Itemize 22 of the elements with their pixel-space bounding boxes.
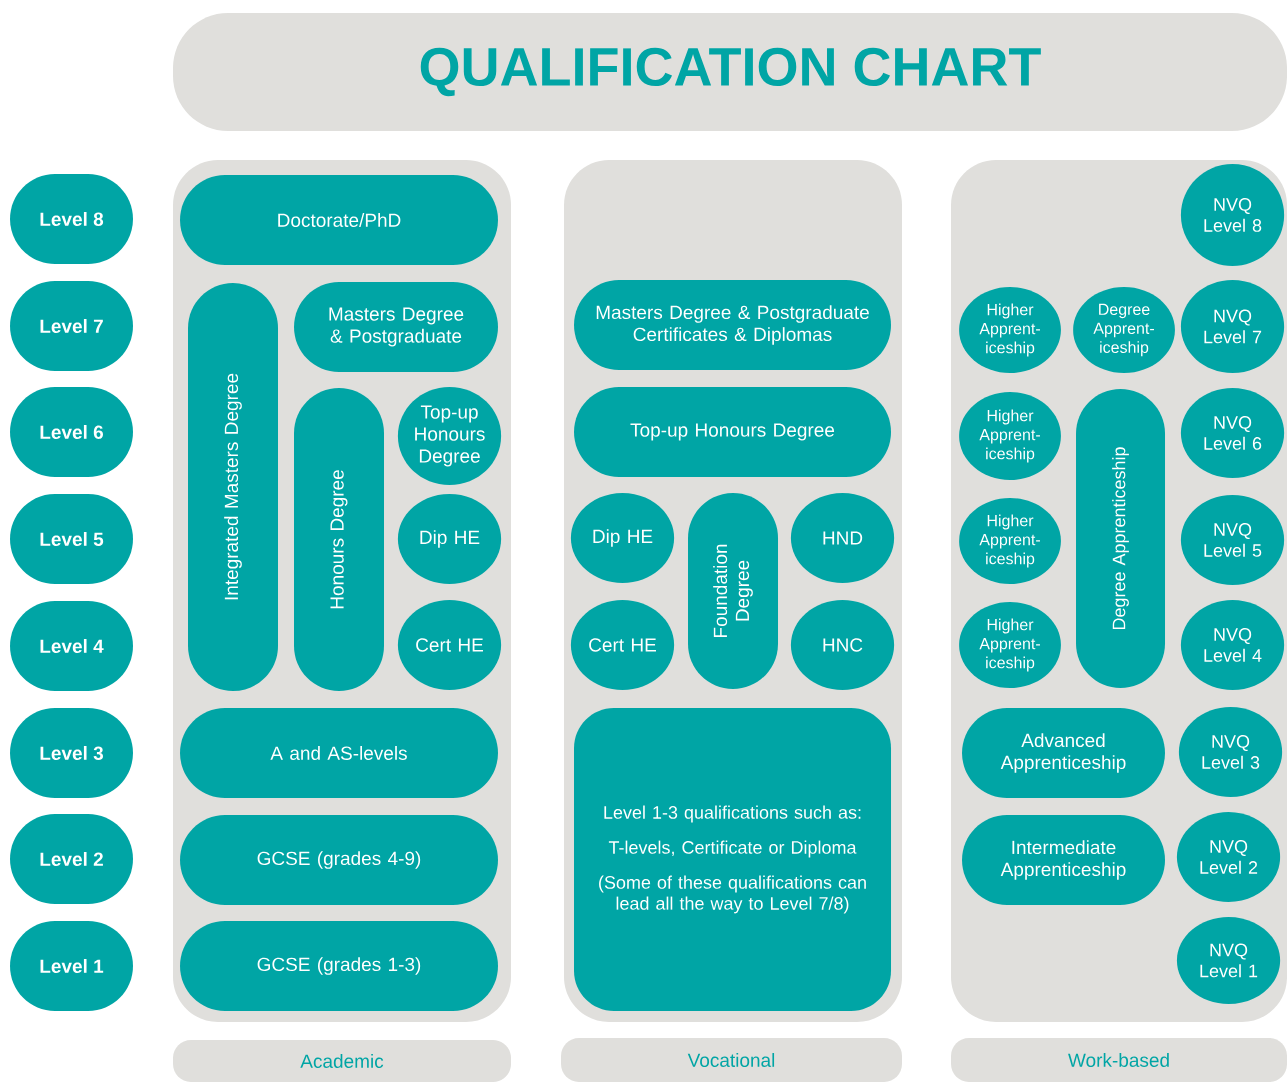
qualification-pill: A and AS-levels <box>180 708 498 798</box>
column-tab: Vocational <box>561 1038 902 1082</box>
qualification-pill: GCSE (grades 4-9) <box>180 815 498 905</box>
level-badge: Level 7 <box>10 281 133 371</box>
column-tab: Work-based <box>951 1038 1287 1082</box>
level-badge: Level 2 <box>10 814 133 904</box>
level-badge: Level 1 <box>10 921 133 1011</box>
level-badge: Level 6 <box>10 387 133 477</box>
qualification-pill: Masters Degree & Postgraduate Certificates & Diplomas <box>574 280 891 370</box>
level-badge: Level 4 <box>10 601 133 691</box>
vertical-qualification-pill: Honours Degree <box>294 388 384 691</box>
qualification-box: Level 1-3 qualifications such as: T-levels, Certificate or Diploma (Some of these qualifications can lead all the way to Level 7/8) <box>574 708 891 1011</box>
vertical-qualification-pill: Integrated Masters Degree <box>188 283 278 691</box>
qualification-pill: Doctorate/PhD <box>180 175 498 265</box>
level-badge: Level 5 <box>10 494 133 584</box>
level-badge: Level 8 <box>10 174 133 264</box>
qualification-pill: GCSE (grades 1-3) <box>180 921 498 1011</box>
vertical-qualification-pill: Degree Apprenticeship <box>1076 389 1165 688</box>
title-banner: QUALIFICATION CHART <box>173 13 1287 131</box>
column-tab: Academic <box>173 1040 511 1082</box>
level-badge: Level 3 <box>10 708 133 798</box>
qualification-pill: Top-up Honours Degree <box>574 387 891 477</box>
